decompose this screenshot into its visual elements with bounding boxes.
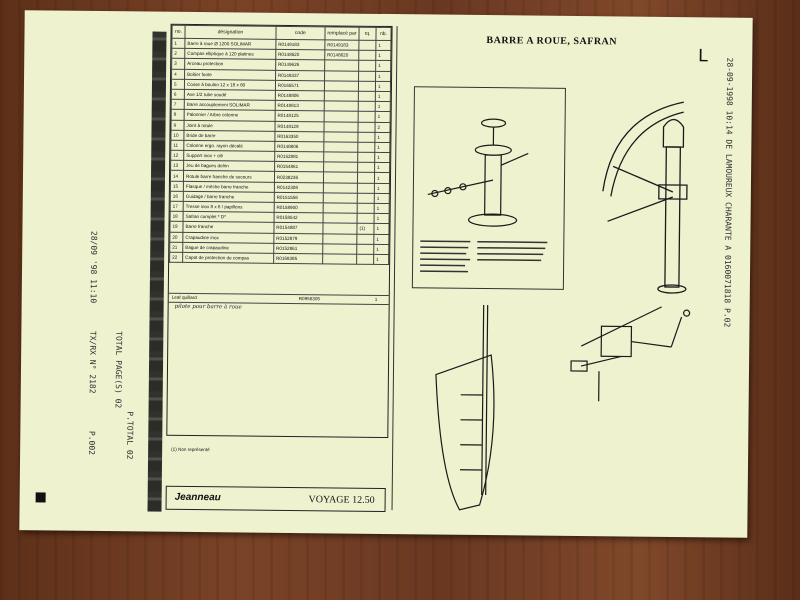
fax-document: 28/09 '98 11:10 TX/RX N° 2182 P.002 P.TO… — [19, 10, 753, 538]
technical-drawings — [420, 101, 691, 511]
legend-text-lines — [420, 240, 548, 273]
wheel-pedestal-drawing — [602, 101, 688, 294]
rudder-drawing — [435, 305, 495, 511]
linkage-drawing — [570, 306, 691, 402]
pedestal-drawing — [427, 118, 529, 227]
